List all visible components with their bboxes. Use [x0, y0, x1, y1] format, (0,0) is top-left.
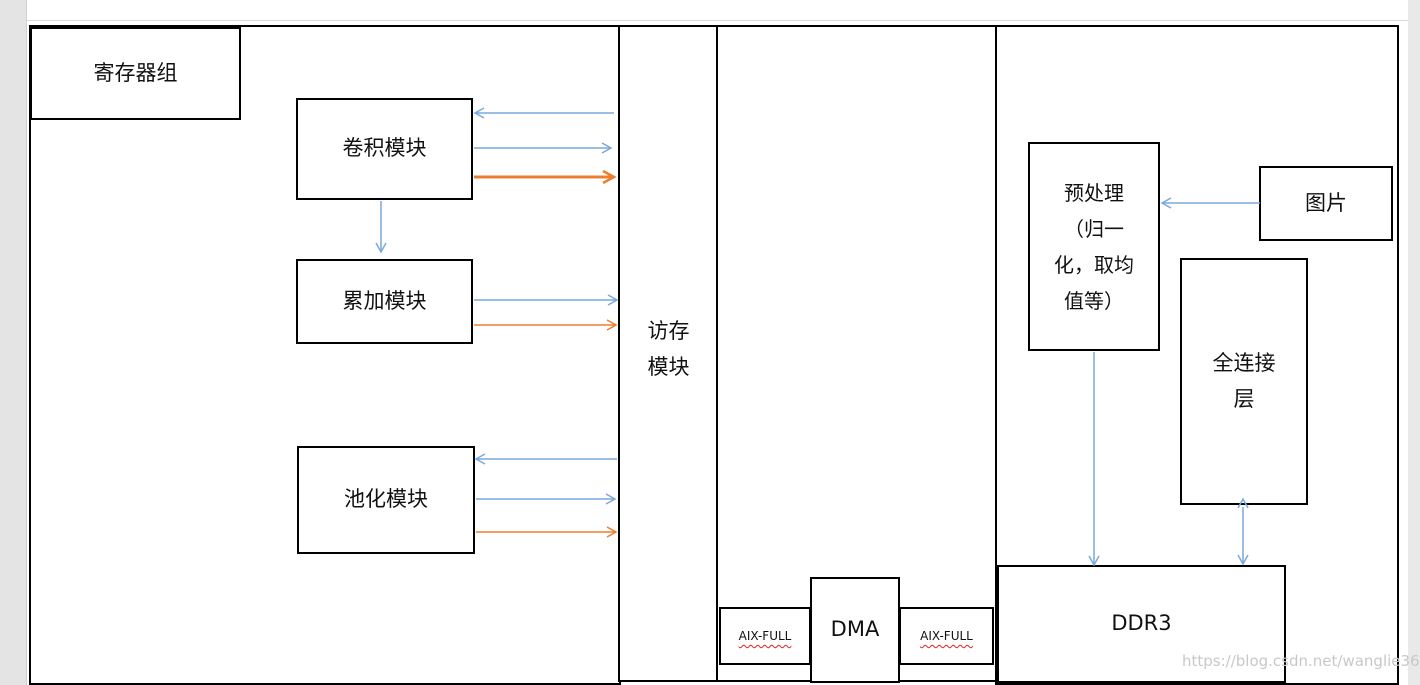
- preprocess-label-line2: （归一: [1064, 216, 1124, 241]
- mem-access-frame: [618, 25, 719, 682]
- dma-region-frame: [716, 25, 998, 682]
- conv-module-label: 卷积模块: [342, 136, 427, 161]
- preprocess-block: 预处理 （归一 化，取均 值等）: [1028, 142, 1160, 351]
- fully-connected-label-line2: 层: [1233, 386, 1255, 411]
- pool-module-label: 池化模块: [344, 487, 428, 512]
- preprocess-label-line3: 化，取均: [1054, 252, 1134, 277]
- dma-block: DMA: [810, 577, 900, 683]
- axi-full-right-block: AIX-FULL: [899, 607, 994, 665]
- accum-module-label: 累加模块: [342, 288, 427, 313]
- preprocess-label-line4: 值等）: [1064, 288, 1124, 313]
- pool-module-block: 池化模块: [297, 446, 475, 554]
- fully-connected-block: 全连接 层: [1180, 258, 1308, 505]
- ddr3-block: DDR3: [997, 565, 1286, 683]
- accum-module-block: 累加模块: [296, 259, 473, 344]
- mem-access-block: 访存 模块: [620, 300, 717, 400]
- axi-full-left-label: AIX-FULL: [738, 628, 792, 643]
- conv-module-block: 卷积模块: [296, 98, 473, 200]
- axi-full-right-label: AIX-FULL: [920, 628, 973, 643]
- image-block: 图片: [1259, 166, 1393, 241]
- mem-access-label-line2: 模块: [647, 355, 690, 379]
- fully-connected-label-line1: 全连接: [1212, 350, 1276, 375]
- window-gutter: [0, 0, 27, 685]
- preprocess-label-line1: 预处理: [1064, 180, 1124, 205]
- ddr3-label: DDR3: [1111, 611, 1172, 636]
- dma-label: DMA: [830, 617, 880, 642]
- register-group-block: 寄存器组: [30, 27, 241, 120]
- image-label: 图片: [1305, 190, 1347, 215]
- axi-full-left-block: AIX-FULL: [719, 607, 811, 665]
- register-group-label: 寄存器组: [93, 60, 178, 85]
- mem-access-label-line1: 访存: [647, 319, 690, 344]
- watermark: https://blog.csdn.net/wanglie36: [1182, 652, 1420, 670]
- top-band: [27, 0, 1408, 21]
